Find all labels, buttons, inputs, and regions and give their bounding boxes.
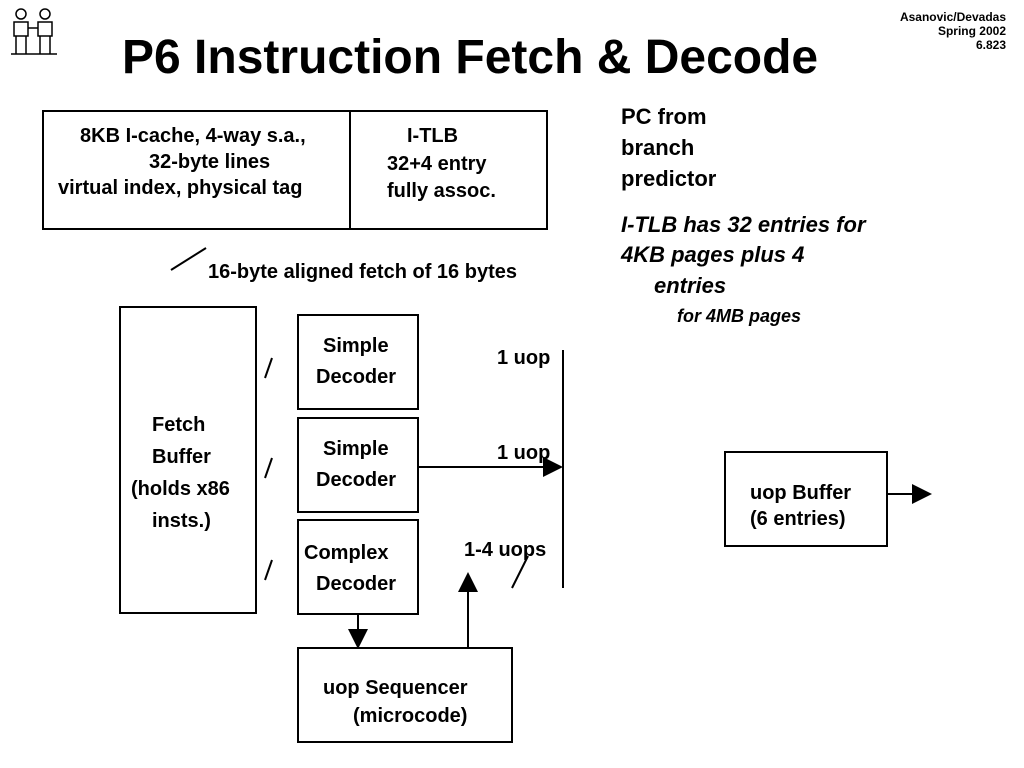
tlb-note-line-2: 4KB pages plus 4 [621,242,805,267]
itlb-line-2: 32+4 entry [387,153,487,175]
decoder-2-line-1: Simple [323,438,389,460]
decoder-2-line-2: Decoder [316,469,397,491]
complex-output-slash [511,555,529,589]
decoder-1-output-label: 1 uop [497,347,551,369]
icache-line-3: virtual index, physical tag [58,177,303,199]
uop-buffer-line-2: (6 entries) [750,508,846,530]
tlb-note-line-1: I-TLB has 32 entries for [621,212,866,237]
itlb-line-3: fully assoc. [387,180,496,202]
simple-decoder-1: Simple Decoder [297,314,419,410]
complex-decoder: Complex Decoder [297,519,419,615]
decoder-1-line-2: Decoder [316,366,397,388]
pc-note-line-2: branch [621,135,695,160]
decoder2-bus-slash [264,457,273,479]
itlb-line-1: I-TLB [407,125,459,147]
fetch-bus-slash [170,247,207,271]
decoder3-bus-slash [264,559,273,581]
icache-line-2: 32-byte lines [149,151,271,173]
fetch-buffer-line-1: Fetch [152,414,206,436]
fetch-buffer-line-2: Buffer [152,446,211,468]
decoder-3-line-2: Decoder [316,573,397,595]
pc-note-line-3: predictor [621,166,717,191]
pc-note-line-1: PC from [621,104,707,129]
icache-box: 8KB I-cache, 4-way s.a., 32-byte lines v… [42,110,352,230]
tlb-note-line-3: entries [654,273,727,298]
fetch-buffer-line-3: (holds x86 [131,478,230,500]
simple-decoder-2: Simple Decoder [297,417,419,513]
icache-line-1: 8KB I-cache, 4-way s.a., [80,125,306,147]
tlb-note-line-4: for 4MB pages [677,306,802,326]
fetch-buffer-line-4: insts.) [152,510,211,532]
decoder-1-line-1: Simple [323,335,389,357]
credit-course: 6.823 [975,38,1006,52]
decoder-3-output-label: 1-4 uops [464,539,547,561]
decoder-3-line-1: Complex [304,542,389,564]
uop-sequencer-box: uop Sequencer (microcode) [297,647,513,743]
itlb-box: I-TLB 32+4 entry fully assoc. [349,110,548,230]
credit-authors: Asanovic/Devadas [899,10,1006,24]
sequencer-line-2: (microcode) [353,705,468,727]
uop-buffer-box: uop Buffer (6 entries) [724,451,888,547]
credit-term: Spring 2002 [937,24,1006,38]
fetch-buffer-box: Fetch Buffer (holds x86 insts.) [119,306,257,614]
sequencer-line-1: uop Sequencer [323,677,468,699]
slide-title: P6 Instruction Fetch & Decode [122,31,819,84]
decoder-2-output-label: 1 uop [497,442,551,464]
mit-logo-icon [11,8,57,55]
uop-buffer-line-1: uop Buffer [750,482,852,504]
fetch-width-label: 16-byte aligned fetch of 16 bytes [208,261,517,283]
decoder1-bus-slash [264,357,273,379]
credit-block: Asanovic/Devadas Spring 2002 6.823 [900,10,1006,52]
